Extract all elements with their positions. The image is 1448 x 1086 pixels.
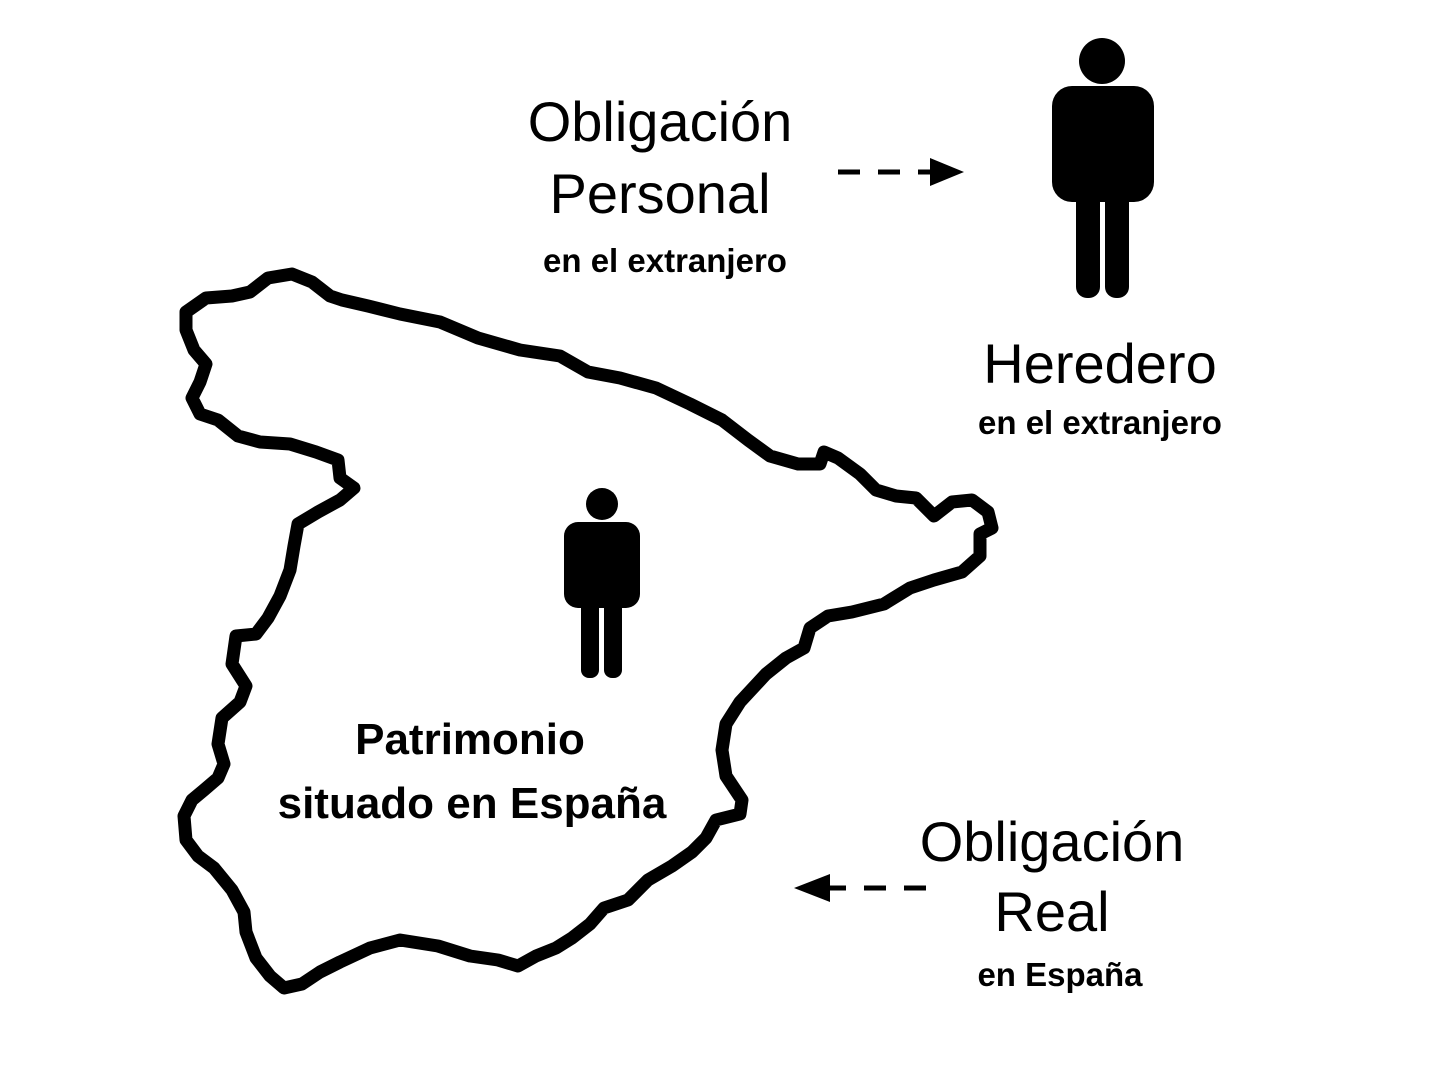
patrimonio-line2: situado en España [277, 779, 667, 828]
obligacion-personal-line1: Obligación [527, 90, 793, 153]
arrow-to-map [794, 874, 926, 902]
obligacion-personal-line2: Personal [549, 162, 771, 225]
obligacion-personal-sub: en el extranjero [543, 242, 787, 279]
obligacion-real-sub: en España [977, 956, 1143, 993]
patrimonio-person-icon [564, 488, 640, 678]
patrimonio-line1: Patrimonio [355, 715, 585, 764]
heredero-person-icon [1052, 38, 1154, 298]
heredero-title: Heredero [983, 332, 1217, 395]
obligacion-real-line2: Real [994, 880, 1110, 943]
spain-map-outline [177, 267, 999, 995]
heredero-sub: en el extranjero [978, 404, 1222, 441]
arrow-to-heredero [838, 158, 964, 186]
obligacion-real-line1: Obligación [919, 810, 1185, 873]
